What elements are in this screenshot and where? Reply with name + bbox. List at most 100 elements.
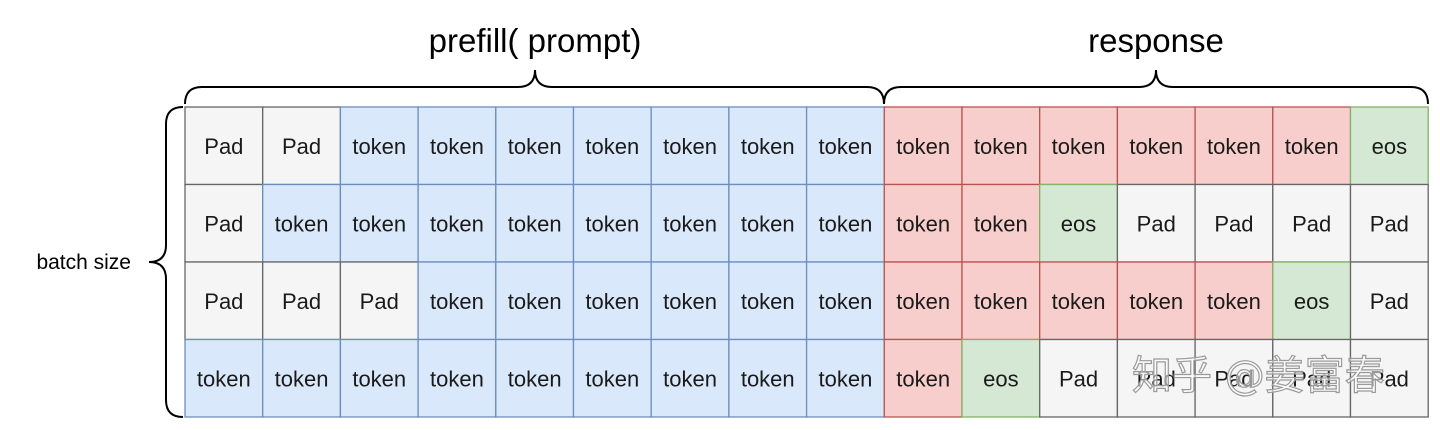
cell-prompt-token-r4-c8: token — [728, 338, 808, 418]
cell-box — [1116, 183, 1196, 263]
cell-label: token — [430, 366, 484, 391]
cell-response-token-r3-c12: token — [1039, 261, 1119, 341]
cell-response-token-r1-c15: token — [1272, 106, 1352, 186]
cell-label: token — [1052, 134, 1106, 159]
cell-label: token — [1129, 289, 1183, 314]
batch-size-label: batch size — [36, 251, 131, 274]
cell-box — [961, 183, 1041, 263]
cell-box — [961, 338, 1041, 418]
cell-label: token — [1207, 134, 1261, 159]
cell-label: Pad — [204, 289, 243, 314]
cell-prompt-token-r2-c3: token — [339, 183, 419, 263]
cell-label: token — [974, 289, 1028, 314]
cell-label: token — [896, 366, 950, 391]
cell-box — [1349, 106, 1429, 186]
cell-label: token — [819, 366, 873, 391]
cell-box — [262, 261, 342, 341]
cell-label: token — [275, 211, 329, 236]
cell-box — [339, 261, 419, 341]
cell-label: token — [741, 289, 795, 314]
response-brace — [883, 69, 1429, 105]
cell-label: token — [585, 366, 639, 391]
cell-label: Pad — [204, 211, 243, 236]
cell-box — [495, 183, 575, 263]
cell-box — [1272, 106, 1352, 186]
cell-response-token-r4-c10: token — [883, 338, 963, 418]
cell-pad-r4-c13: Pad — [1116, 338, 1196, 418]
cell-prompt-token-r4-c9: token — [805, 338, 885, 418]
cell-prompt-token-r2-c5: token — [495, 183, 575, 263]
cell-prompt-token-r2-c9: token — [805, 183, 885, 263]
cell-box — [650, 183, 730, 263]
cell-label: token — [896, 134, 950, 159]
cell-pad-r3-c16: Pad — [1349, 261, 1429, 341]
cell-box — [805, 338, 885, 418]
cell-prompt-token-r4-c6: token — [572, 338, 652, 418]
cell-label: token — [741, 366, 795, 391]
cell-box — [728, 106, 808, 186]
cell-label: token — [430, 134, 484, 159]
cell-prompt-token-r1-c3: token — [339, 106, 419, 186]
cell-label: eos — [983, 366, 1018, 391]
cell-label: token — [1129, 134, 1183, 159]
cell-label: token — [974, 134, 1028, 159]
cell-response-token-r2-c11: token — [961, 183, 1041, 263]
cell-label: token — [663, 211, 717, 236]
cell-pad-r3-c2: Pad — [262, 261, 342, 341]
batch-size-brace — [148, 106, 184, 418]
cell-label: Pad — [1214, 366, 1253, 391]
cell-prompt-token-r2-c2: token — [262, 183, 342, 263]
cell-label: Pad — [1214, 211, 1253, 236]
cell-label: token — [352, 366, 406, 391]
cell-pad-r2-c15: Pad — [1272, 183, 1352, 263]
prefill-brace — [184, 69, 885, 105]
cell-label: token — [819, 211, 873, 236]
watermark: 知乎 @姜富春 — [1132, 353, 1385, 399]
cell-eos-r1-c16: eos — [1349, 106, 1429, 186]
cell-response-token-r2-c10: token — [883, 183, 963, 263]
cell-box — [417, 338, 497, 418]
cell-label: token — [508, 211, 562, 236]
cell-response-token-r3-c13: token — [1116, 261, 1196, 341]
cell-box — [1349, 261, 1429, 341]
cell-pad-r2-c13: Pad — [1116, 183, 1196, 263]
cell-box — [1039, 183, 1119, 263]
cell-prompt-token-r2-c6: token — [572, 183, 652, 263]
cell-prompt-token-r4-c5: token — [495, 338, 575, 418]
cell-prompt-token-r3-c8: token — [728, 261, 808, 341]
cell-label: token — [663, 366, 717, 391]
cell-label: Pad — [282, 289, 321, 314]
cell-box — [184, 183, 264, 263]
cell-label: Pad — [360, 289, 399, 314]
cell-label: token — [1207, 289, 1261, 314]
cell-box — [1116, 106, 1196, 186]
cell-pad-r1-c2: Pad — [262, 106, 342, 186]
response-label: response — [1088, 22, 1224, 59]
cell-label: token — [197, 366, 251, 391]
cell-label: token — [819, 134, 873, 159]
cell-response-token-r1-c14: token — [1194, 106, 1274, 186]
cell-prompt-token-r1-c6: token — [572, 106, 652, 186]
cell-label: token — [1052, 289, 1106, 314]
cell-box — [1349, 183, 1429, 263]
cell-label: token — [508, 289, 562, 314]
cell-label: eos — [1372, 134, 1407, 159]
cell-pad-r4-c14: Pad — [1194, 338, 1274, 418]
cell-label: Pad — [1370, 366, 1409, 391]
cell-box — [262, 106, 342, 186]
cell-box — [1194, 106, 1274, 186]
cell-prompt-token-r1-c8: token — [728, 106, 808, 186]
cell-box — [495, 338, 575, 418]
cell-eos-r4-c11: eos — [961, 338, 1041, 418]
cell-label: token — [1285, 134, 1339, 159]
cell-prompt-token-r1-c7: token — [650, 106, 730, 186]
cell-response-token-r3-c14: token — [1194, 261, 1274, 341]
cell-box — [262, 338, 342, 418]
cell-label: token — [508, 134, 562, 159]
cell-prompt-token-r3-c7: token — [650, 261, 730, 341]
cell-box — [1272, 261, 1352, 341]
cell-response-token-r1-c11: token — [961, 106, 1041, 186]
cell-prompt-token-r1-c9: token — [805, 106, 885, 186]
cell-label: eos — [1061, 211, 1096, 236]
